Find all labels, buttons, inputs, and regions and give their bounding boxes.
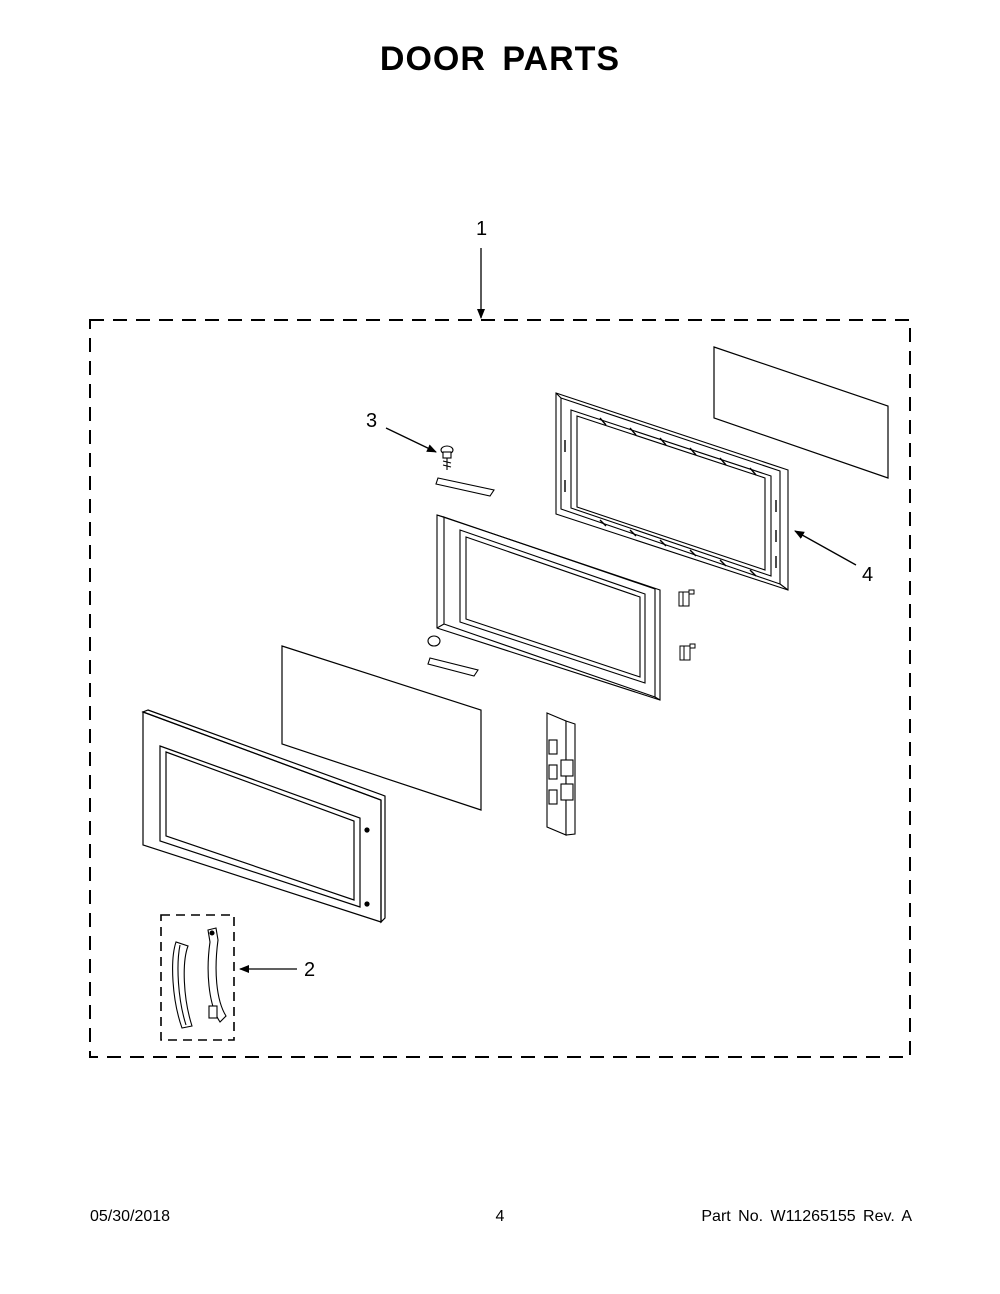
callout-1-label: 1	[476, 218, 488, 240]
latch-housing	[546, 712, 576, 836]
callout-3-leader	[385, 427, 437, 453]
page-title: DOOR PARTS	[379, 40, 621, 78]
callout-2-label: 2	[304, 959, 316, 981]
callout-4-label: 4	[862, 564, 874, 586]
door-choke-frame	[555, 392, 789, 591]
rear-glass-panel	[713, 346, 889, 479]
footer-date: 05/30/2018	[90, 1208, 171, 1225]
footer-page-number: 4	[495, 1208, 505, 1225]
lower-hinge-nut	[427, 635, 441, 647]
hinge-screw	[440, 445, 454, 470]
door-handle-left	[172, 941, 193, 1029]
callout-4-leader	[794, 530, 857, 566]
upper-hinge-plate	[435, 477, 495, 497]
callout-3-label: 3	[366, 410, 378, 432]
door-handle-right	[207, 927, 227, 1023]
inner-door-frame	[436, 514, 661, 701]
latch-clip-lower	[679, 643, 696, 661]
outer-door-panel	[141, 709, 386, 924]
handle-assembly-boundary	[160, 914, 235, 1041]
lower-hinge-plate	[427, 657, 479, 677]
door-assembly-boundary	[89, 319, 911, 1058]
latch-clip-upper	[678, 589, 695, 607]
footer-part-number: Part No. W11265155 Rev. A	[701, 1208, 912, 1225]
front-glass-panel	[281, 645, 482, 811]
